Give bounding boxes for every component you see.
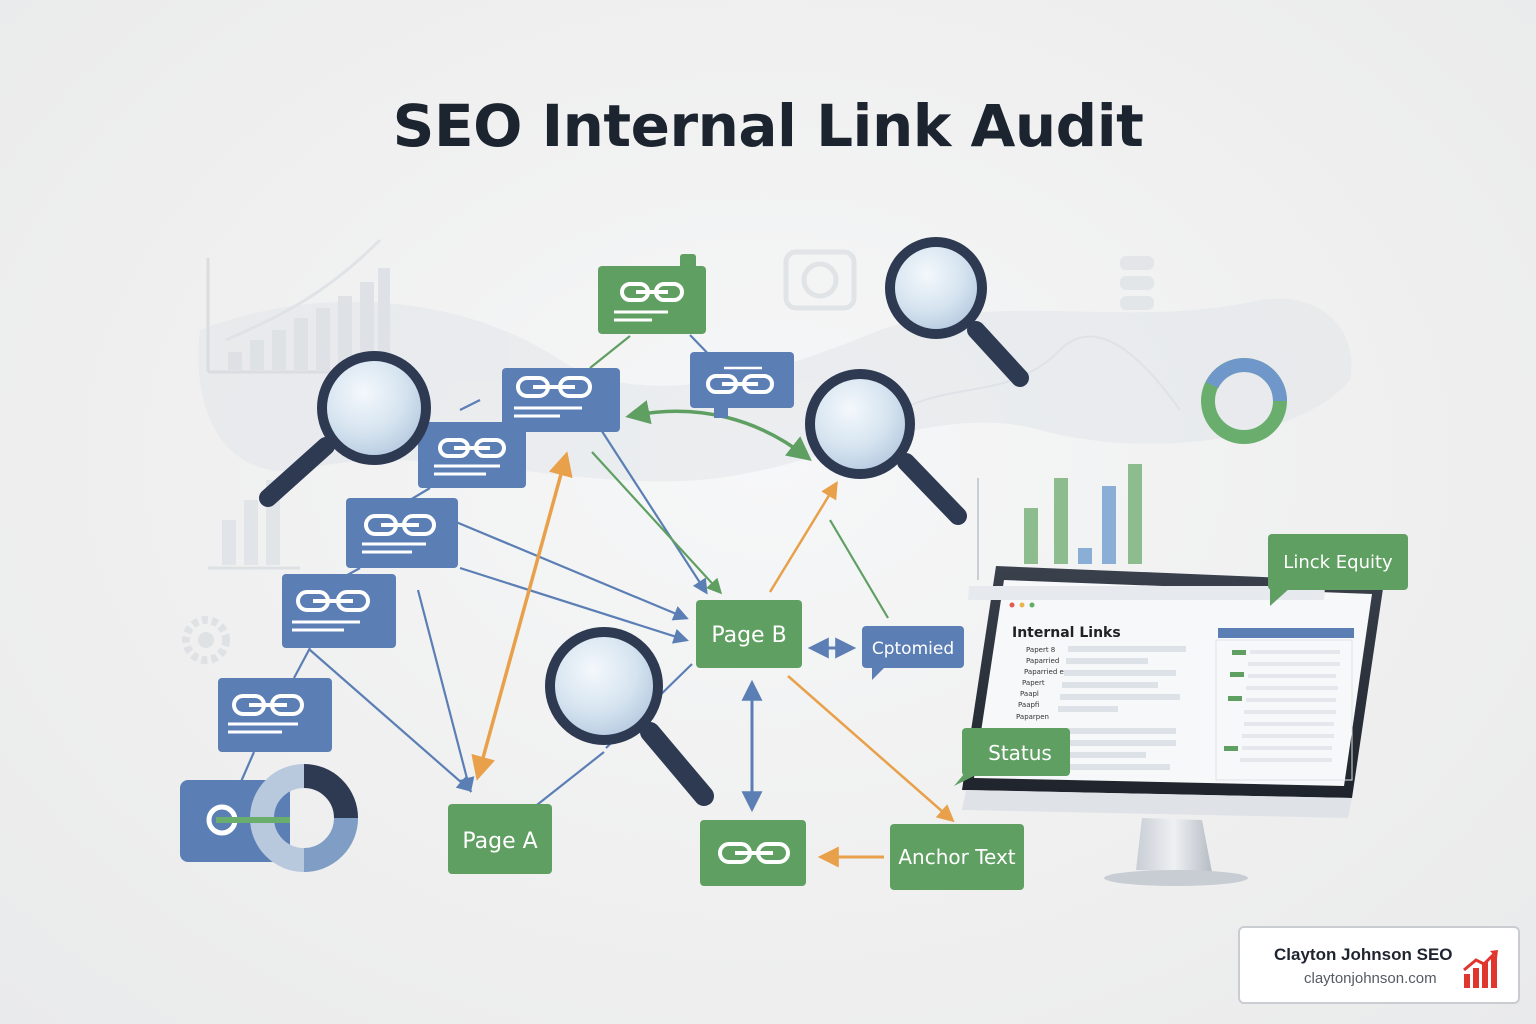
link-card-blue-5[interactable] <box>218 678 332 752</box>
monitor-rows: Papert 8 Paparried Paparried ese Papert … <box>1016 646 1072 721</box>
node-page-a[interactable]: Page A <box>448 804 552 874</box>
magnifier-icon <box>259 351 431 507</box>
svg-text:Paparried ese: Paparried ese <box>1024 668 1072 676</box>
svg-text:Paapl: Paapl <box>1020 690 1039 698</box>
link-equity-label: Linck Equity <box>1283 552 1393 573</box>
node-link-equity[interactable]: Linck Equity <box>1268 534 1408 606</box>
status-label: Status <box>988 741 1052 765</box>
svg-text:Paparried: Paparried <box>1026 657 1059 665</box>
link-card-blue-1[interactable] <box>502 368 620 432</box>
magnifier-icon <box>805 369 967 525</box>
bar-chart-icon <box>206 238 392 374</box>
donut-chart-icon <box>1201 358 1287 444</box>
page-a-label: Page A <box>462 829 537 854</box>
svg-text:Paapfi: Paapfi <box>1018 701 1039 709</box>
link-card-green-bottom[interactable] <box>700 820 806 886</box>
monitor-icon: Internal Links Papert 8 Paparried Paparr… <box>962 566 1384 886</box>
svg-text:Paparpen: Paparpen <box>1016 713 1049 721</box>
anchor-text-label: Anchor Text <box>898 845 1015 869</box>
monitor-panel-title: Internal Links <box>1012 625 1121 641</box>
link-card-blue-3[interactable] <box>346 498 458 568</box>
brand-url: claytonjohnson.com <box>1304 970 1437 987</box>
page-b-label: Page B <box>711 623 786 648</box>
link-card-blue-4[interactable] <box>282 574 396 648</box>
brand-name: Clayton Johnson SEO <box>1274 945 1453 964</box>
svg-text:Papert: Papert <box>1022 679 1045 687</box>
optimized-label: Cptomied <box>872 639 954 659</box>
brand-badge[interactable]: Clayton Johnson SEO claytonjohnson.com <box>1238 926 1520 1004</box>
stack-icon <box>1120 256 1154 310</box>
magnifier-icon <box>885 237 1029 387</box>
target-icon <box>783 249 857 311</box>
svg-text:Papert 8: Papert 8 <box>1026 646 1055 654</box>
growth-chart-icon <box>1463 950 1498 988</box>
bar-chart-icon <box>977 464 1142 580</box>
node-optimized[interactable]: Cptomied <box>862 626 964 680</box>
chain-link-icon <box>620 282 684 302</box>
donut-chart-icon <box>216 764 358 872</box>
node-page-b[interactable]: Page B <box>696 600 802 668</box>
link-card-blue-arrows[interactable] <box>690 352 794 418</box>
magnifier-icon <box>545 627 714 806</box>
link-card-green-top[interactable] <box>598 254 706 334</box>
page-title: SEO Internal Link Audit <box>392 92 1144 160</box>
gear-icon <box>182 616 230 664</box>
node-anchor-text[interactable]: Anchor Text <box>890 824 1024 890</box>
chain-link-icon <box>718 842 790 864</box>
node-status[interactable]: Status <box>954 728 1070 786</box>
link-card-blue-2[interactable] <box>418 422 526 488</box>
